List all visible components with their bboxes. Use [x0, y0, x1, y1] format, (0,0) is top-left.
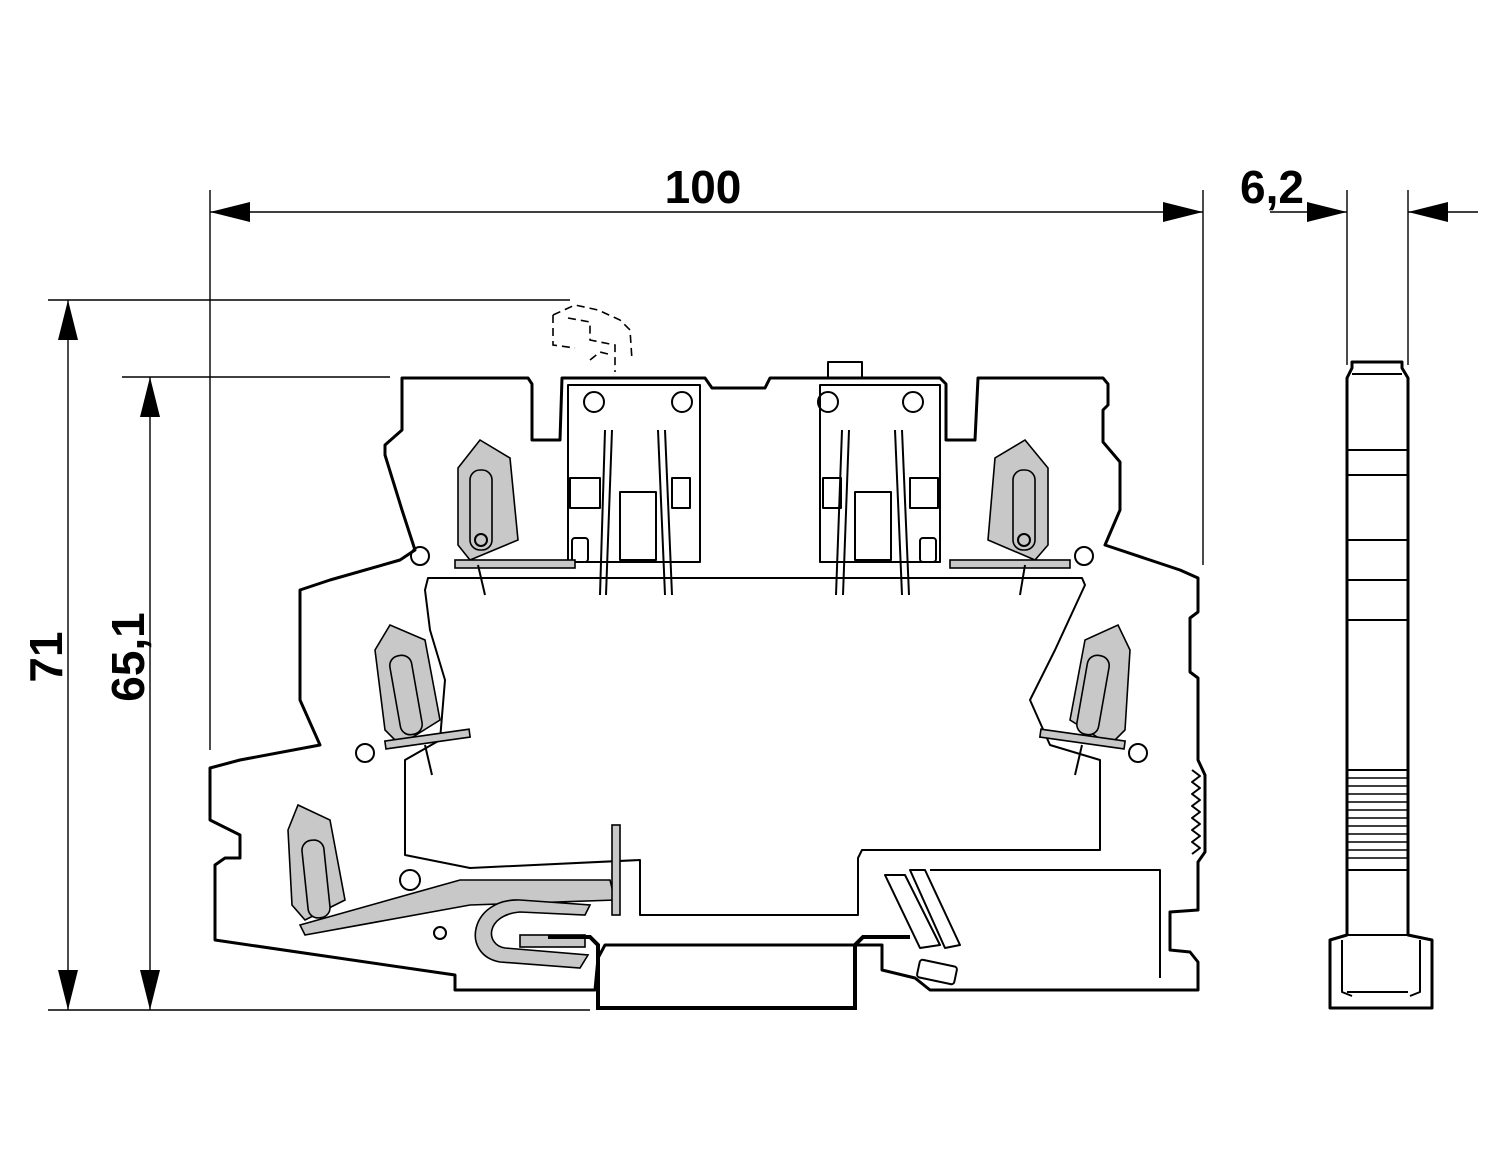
spring-clamp-mid-right — [1038, 623, 1131, 776]
terminal-block-front-view — [1328, 360, 1434, 1010]
plug-outline-dashed — [552, 304, 633, 372]
spring-clamp-bottom-left — [287, 803, 621, 936]
dimension-lines — [48, 190, 1478, 1011]
din-rail — [548, 935, 910, 1010]
width-dimension-label: 6,2 — [1240, 161, 1304, 213]
rail-clip — [474, 899, 592, 969]
spring-clamp-top-right — [949, 438, 1071, 596]
spring-clamp-top-left — [454, 438, 576, 596]
spring-clamp-mid-left — [374, 623, 472, 776]
terminal-body-side-view — [208, 361, 1207, 992]
height-body-dimension-label: 65,1 — [102, 612, 154, 702]
length-dimension-label: 100 — [665, 161, 742, 213]
height-total-dimension-label: 71 — [20, 631, 72, 682]
